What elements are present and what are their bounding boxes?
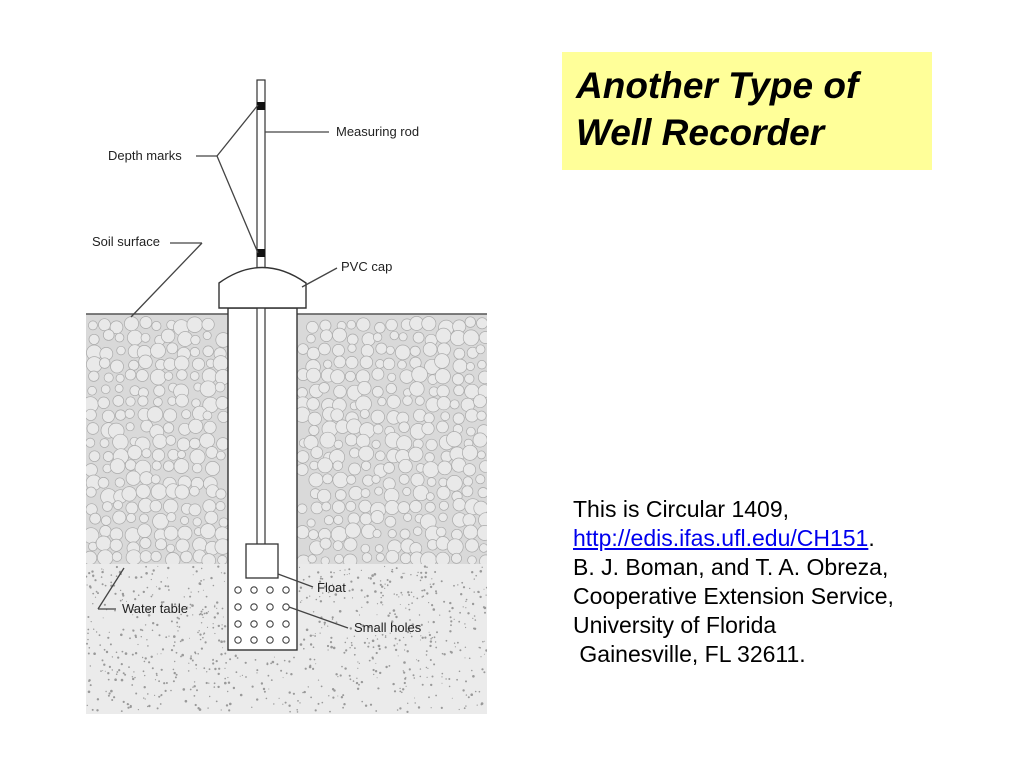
caption-university: University of Florida [573,612,777,638]
caption-location: Gainesville, FL 32611. [573,641,806,667]
water-table-speckles [85,565,488,714]
title-box: Another Type of Well Recorder [562,52,932,170]
well-recorder-diagram: Measuring rod Depth marks Soil surface P… [81,56,494,714]
source-caption: This is Circular 1409, http://edis.ifas.… [573,495,894,669]
depth-mark-lower [257,249,265,257]
pvc-cap [218,266,307,309]
title-line-2: Well Recorder [576,112,825,153]
label-small-holes: Small holes [354,620,422,635]
label-pvc-cap: PVC cap [341,259,392,274]
measuring-rod [256,79,266,551]
label-float: Float [317,580,346,595]
leader-lines [97,104,349,629]
soil-pebbles [81,316,494,569]
label-measuring-rod: Measuring rod [336,124,419,139]
title-line-1: Another Type of [576,65,859,106]
caption-organization: Cooperative Extension Service, [573,583,894,609]
depth-mark-upper [257,102,265,110]
label-depth-marks: Depth marks [108,148,182,163]
caption-link-line: http://edis.ifas.ufl.edu/CH151. [573,524,894,553]
caption-authors: B. J. Boman, and T. A. Obreza, [573,554,889,580]
circular-link[interactable]: http://edis.ifas.ufl.edu/CH151 [573,525,869,551]
small-holes [234,586,290,644]
link-suffix: . [868,525,875,551]
label-water-table: Water table [122,601,188,616]
caption-line-1: This is Circular 1409, [573,496,790,522]
float [245,543,279,579]
label-soil-surface: Soil surface [92,234,160,249]
slide-title: Another Type of Well Recorder [576,62,858,156]
